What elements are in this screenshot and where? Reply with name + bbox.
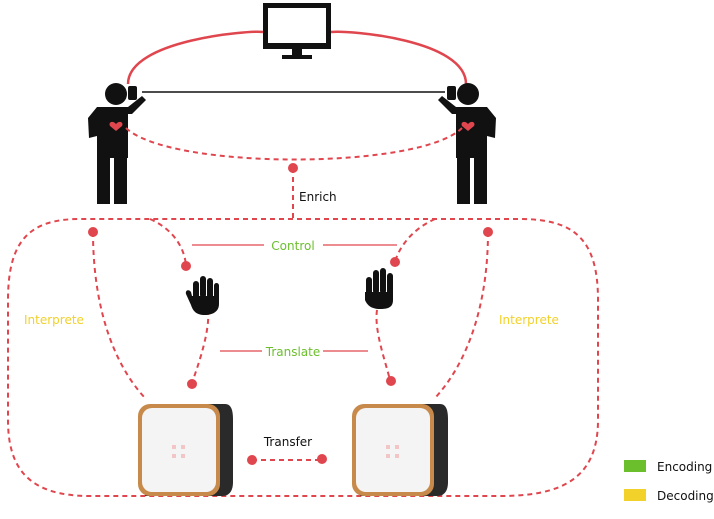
translate-label: Translate	[265, 345, 321, 359]
connection-dots	[88, 163, 493, 465]
control-label: Control	[271, 239, 314, 253]
person-right-icon	[438, 83, 496, 204]
device-icon	[138, 404, 233, 496]
legend-encoding-label: Encoding	[657, 460, 712, 474]
outer-loop	[7, 218, 599, 497]
person-left-icon	[88, 83, 146, 204]
hand-icon	[185, 276, 219, 315]
heart-icon	[109, 121, 123, 131]
legend-encoding-swatch	[624, 460, 646, 472]
legend-decoding-label: Decoding	[657, 489, 714, 503]
monitor-link-arc	[126, 30, 468, 85]
solid-links	[192, 244, 397, 352]
transfer-label: Transfer	[263, 435, 312, 449]
enrich-arc	[125, 127, 463, 161]
interprete-left-label: Interprete	[24, 313, 84, 327]
enrich-label: Enrich	[299, 190, 337, 204]
legend-decoding-swatch	[624, 489, 646, 501]
interprete-right-label: Interprete	[499, 313, 559, 327]
heart-icon	[461, 121, 475, 131]
monitor-icon	[263, 3, 331, 59]
legend: Encoding Decoding	[624, 460, 714, 503]
device-icon	[352, 404, 448, 496]
hand-icon	[365, 268, 393, 309]
